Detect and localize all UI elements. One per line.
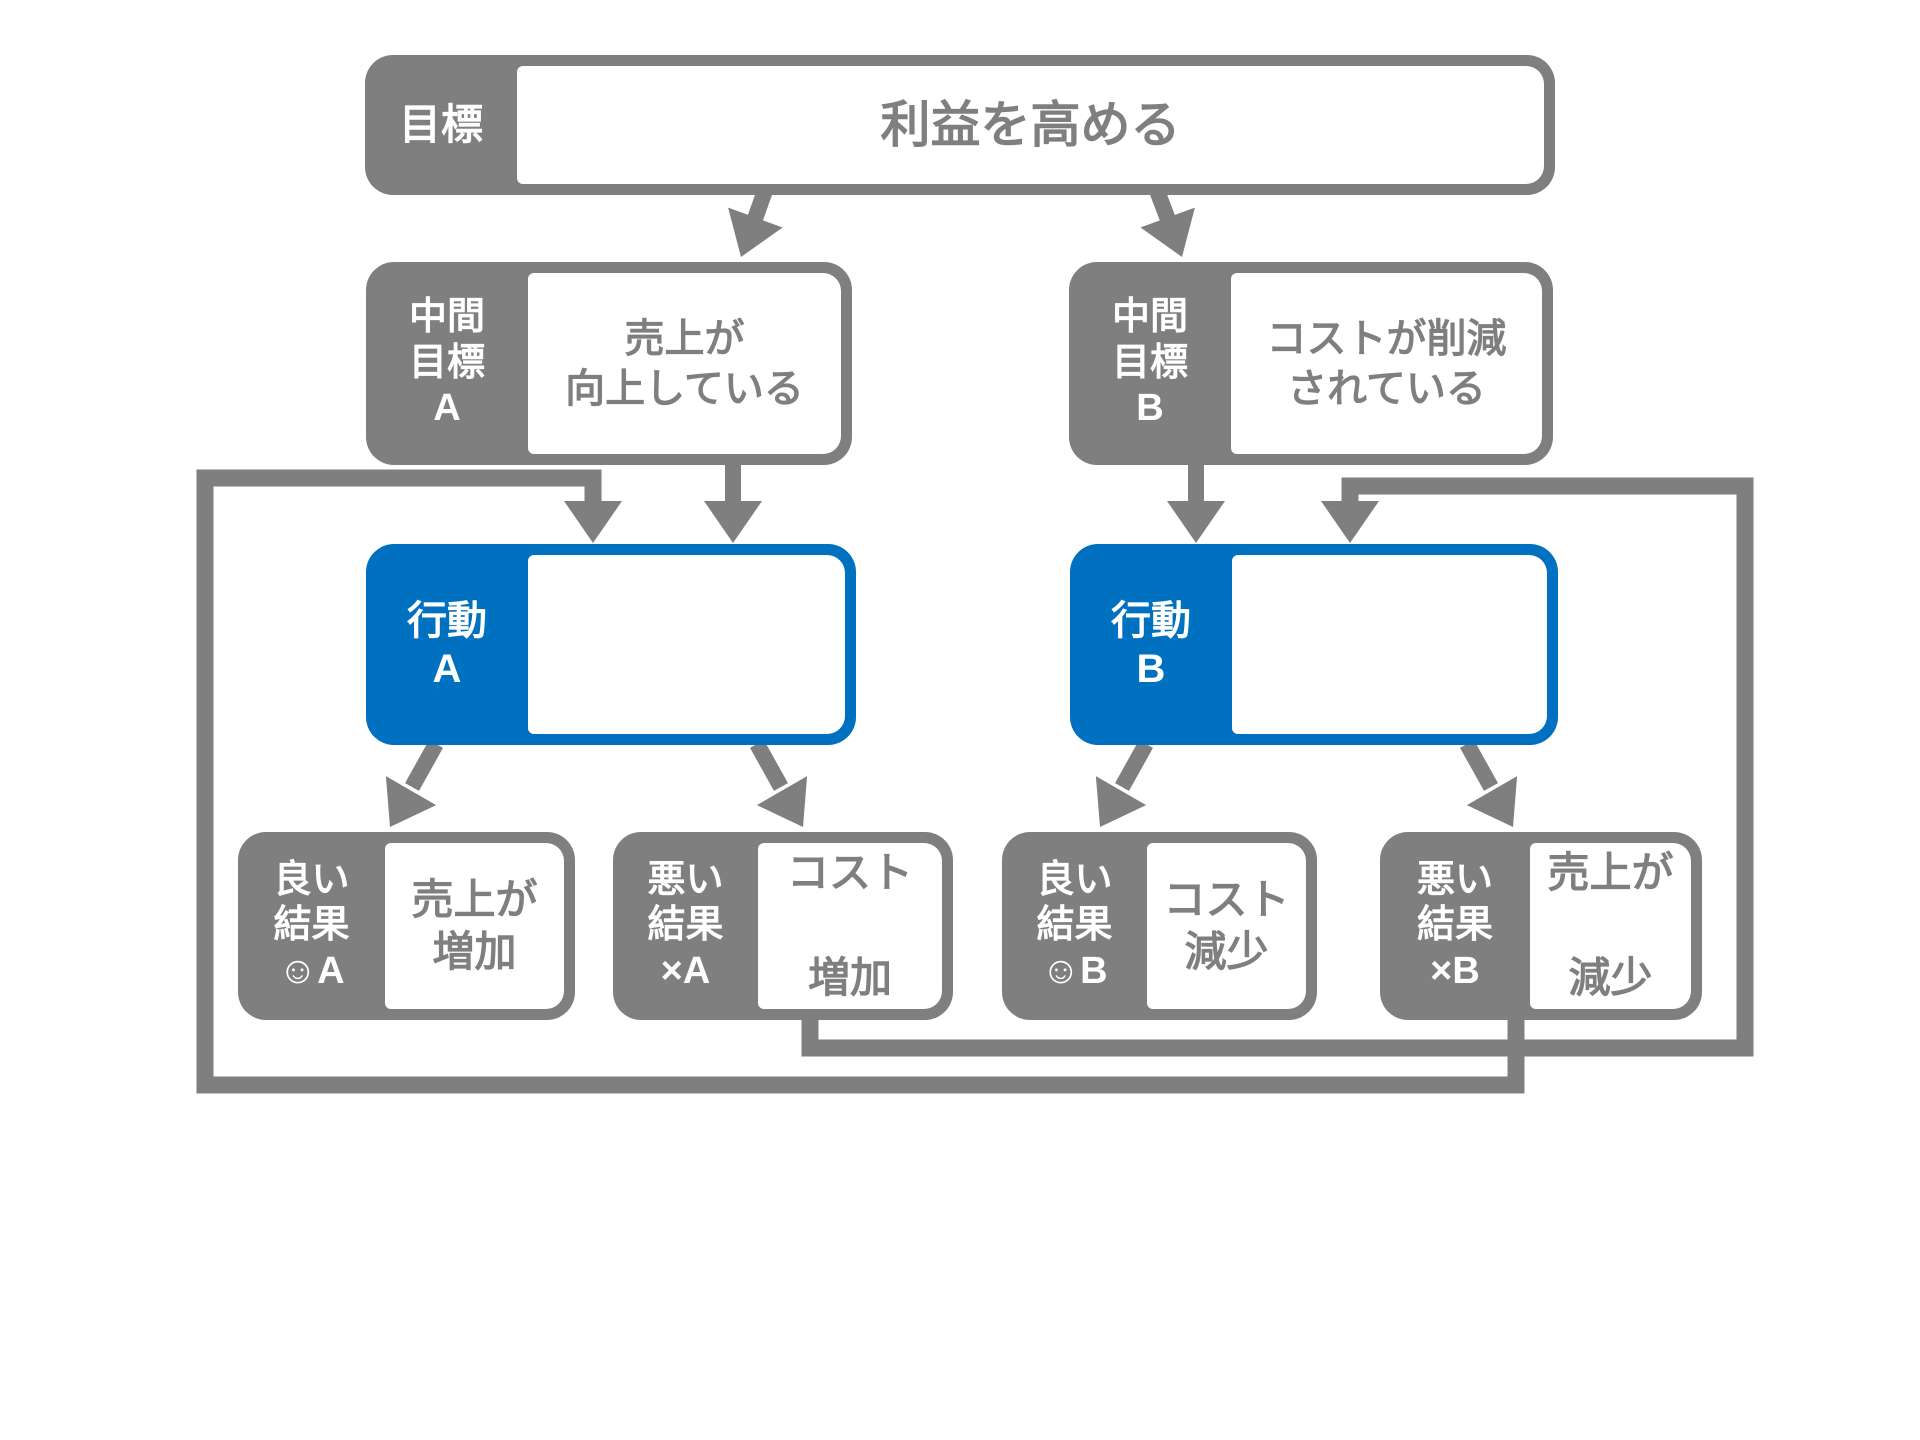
arrowhead-goal-to-midA xyxy=(728,207,783,257)
arrowhead-actionB-to-badB xyxy=(1466,776,1518,827)
action-b-box: 行動 B xyxy=(1070,544,1558,745)
intermediate-goal-b-label: 中間 目標 B xyxy=(1111,296,1188,430)
goal-content: 利益を高める xyxy=(880,96,1181,153)
arrowhead-goal-to-midB xyxy=(1140,207,1195,257)
bad-result-a-label: 悪い 結果 ×A xyxy=(647,858,724,992)
good-result-b-label: 良い 結果 ☺B xyxy=(1036,858,1113,992)
bad-result-b-box: 悪い 結果 ×B 売上が 減少 xyxy=(1380,832,1702,1020)
arrow-actionB-to-badB-shaft xyxy=(1460,740,1498,791)
intermediate-goal-b-box: 中間 目標 B コストが削減 されている xyxy=(1069,262,1553,465)
goal-inner: 利益を高める xyxy=(517,66,1544,184)
intermediate-goal-b-content: コストが削減 されている xyxy=(1266,316,1507,411)
action-b-label: 行動 B xyxy=(1111,598,1191,691)
bad-result-b-content: 売上が 減少 xyxy=(1547,849,1674,1002)
good-result-a-content: 売上が 増加 xyxy=(411,875,538,976)
arrow-actionB-to-goodB-shaft xyxy=(1115,740,1153,791)
bad-result-b-label: 悪い 結果 ×B xyxy=(1416,858,1493,992)
feedback-loop-badB-to-actionA xyxy=(196,469,1525,1094)
bad-result-a-box: 悪い 結果 ×A コスト 増加 xyxy=(613,832,953,1020)
arrowhead-midA-to-actionA xyxy=(704,501,762,543)
good-result-b-inner: コスト 減少 xyxy=(1147,843,1306,1009)
arrowhead-loop-to-actionA xyxy=(564,501,622,543)
bad-result-b-inner: 売上が 減少 xyxy=(1530,843,1691,1009)
bad-result-a-inner: コスト 増加 xyxy=(758,843,942,1009)
intermediate-goal-a-box: 中間 目標 A 売上が 向上している xyxy=(366,262,852,465)
good-result-a-label: 良い 結果 ☺A xyxy=(273,858,350,992)
arrowhead-actionB-to-goodB xyxy=(1095,776,1147,827)
feedback-loop-badA-to-actionB xyxy=(801,477,1754,1057)
arrow-actionA-to-goodA-shaft xyxy=(405,740,443,791)
bad-result-a-content: コスト 増加 xyxy=(786,849,913,1002)
action-a-label: 行動 A xyxy=(407,598,487,691)
intermediate-goal-a-content: 売上が 向上している xyxy=(565,316,804,411)
good-result-a-box: 良い 結果 ☺A 売上が 増加 xyxy=(238,832,575,1020)
intermediate-goal-a-inner: 売上が 向上している xyxy=(528,273,841,454)
goal-label: 目標 xyxy=(398,100,483,148)
arrowhead-actionA-to-badA xyxy=(756,776,808,827)
action-a-inner xyxy=(528,555,845,734)
action-a-box: 行動 A xyxy=(366,544,856,745)
good-result-b-content: コスト 減少 xyxy=(1163,875,1290,976)
arrowhead-actionA-to-goodA xyxy=(385,776,437,827)
arrowhead-midB-to-actionB xyxy=(1167,501,1225,543)
intermediate-goal-b-inner: コストが削減 されている xyxy=(1231,273,1542,454)
arrowhead-loop-to-actionB xyxy=(1321,501,1379,543)
arrow-actionA-to-badA-shaft xyxy=(750,740,788,791)
action-b-inner xyxy=(1232,555,1547,734)
good-result-b-box: 良い 結果 ☺B コスト 減少 xyxy=(1002,832,1317,1020)
intermediate-goal-a-label: 中間 目標 A xyxy=(408,296,485,430)
goal-box: 目標 利益を高める xyxy=(365,55,1555,195)
good-result-a-inner: 売上が 増加 xyxy=(385,843,564,1009)
